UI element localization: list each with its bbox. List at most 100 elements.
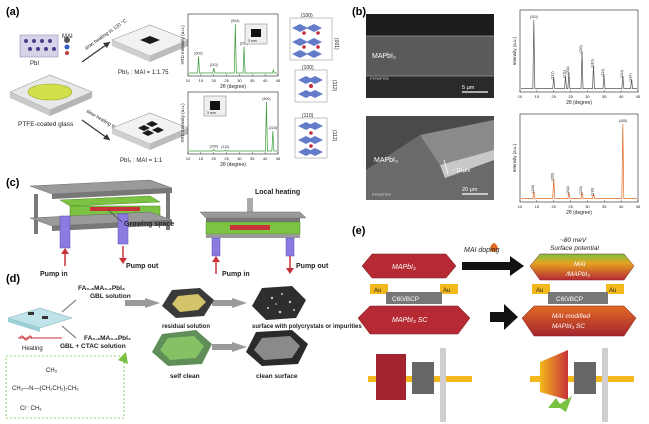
sc2-label-line1: MAI modified xyxy=(552,313,590,320)
crystal-structure-bottom: (110) (112) xyxy=(294,113,337,159)
peak-label: (220) xyxy=(579,186,583,194)
y-axis-label: Intensity (a.u.) xyxy=(512,36,517,65)
peak-label: (114) xyxy=(601,69,605,77)
x-tick-label: 45 xyxy=(276,156,281,161)
solution-2-solvent: GBL + CTAC solution xyxy=(60,343,126,350)
chart-frame xyxy=(187,13,279,77)
residual-label: residual solution xyxy=(162,324,210,330)
sc2-label-line2: MAPbI₃ SC xyxy=(552,323,585,330)
crystal-residual: residual solution xyxy=(162,288,214,330)
x-tick-label: 10 xyxy=(518,94,523,99)
ctac-line-2: CH₃—N—(CH₂CH₂)₇CH₃ xyxy=(12,386,79,392)
x-tick-label: 15 xyxy=(535,204,540,209)
peak-label: (200) xyxy=(551,173,555,181)
ratio-label-top: PbI₂ : MAI = 1:1.75 xyxy=(118,70,169,76)
ctac-line-1: CH₃ xyxy=(46,368,58,374)
panel-c: (c) Growing space xyxy=(6,177,329,278)
sem-image-top: MAPbI₃ PTFE/PTFE 5 μm xyxy=(366,14,494,98)
x-tick-label: 20 xyxy=(551,94,556,99)
x-tick-label: 10 xyxy=(186,78,191,83)
au-label-1: Au xyxy=(374,288,381,294)
pump-out-label-2: Pump out xyxy=(296,263,329,270)
xrd-trace xyxy=(189,23,277,74)
peak-label: (220) xyxy=(240,42,248,46)
panel-label-e: (e) xyxy=(352,225,366,237)
panel-label-a: (a) xyxy=(6,6,20,18)
clean-surface-label: clean surface xyxy=(256,373,298,380)
chart-frame xyxy=(187,91,279,155)
surface-bad-label: surface with polycrystals or impurities xyxy=(252,324,362,330)
c60bcp-label-1: C60/BCP xyxy=(392,296,419,303)
peak-label: (110) xyxy=(531,185,535,193)
ptfe-substrate: PTFE-coated glass xyxy=(9,74,93,128)
solution-2-formula: FA₀.₈MA₀.₂PbI₃ xyxy=(84,335,131,342)
growth-apparatus-2: Local heating Pump in Pump out xyxy=(199,189,329,278)
crystal-inset-photo-top: 3 mm xyxy=(244,23,268,45)
facet-top-1: (100) xyxy=(301,13,313,19)
x-tick-label: 35 xyxy=(250,156,255,161)
pbi2-molecule-cluster: PbI xyxy=(19,34,59,67)
x-tick-label: 15 xyxy=(199,156,204,161)
inset-scale-top: 3 mm xyxy=(248,39,257,43)
x-axis-label: 2θ (degree) xyxy=(220,84,246,90)
xrd-trace xyxy=(189,101,277,152)
panel-d: (d) Heating FA₀.₈MA₀.₂PbI₃ GBL solution … xyxy=(5,273,362,419)
x-tick-label: 15 xyxy=(199,78,204,83)
au-label-3: Au xyxy=(536,288,543,294)
x-tick-label: 35 xyxy=(602,94,607,99)
peak-label: (400) xyxy=(619,119,627,123)
pump-in-label-2: Pump in xyxy=(222,271,250,278)
x-tick-label: 25 xyxy=(568,94,573,99)
sem-bottom-scale: 20 μm xyxy=(462,187,478,193)
x-tick-label: 10 xyxy=(186,156,191,161)
x-tick-label: 40 xyxy=(263,156,268,161)
heating-label: Heating xyxy=(22,346,43,352)
local-heating-label: Local heating xyxy=(255,189,300,196)
potential-value: ~80 meV xyxy=(560,237,587,244)
mai-molecule: MAI xyxy=(62,34,73,55)
panel-label-c: (c) xyxy=(6,177,20,189)
substrate-label: PTFE-coated glass xyxy=(18,121,74,128)
facet-mid-2: (112) xyxy=(331,80,337,92)
panel-label-d: (d) xyxy=(6,273,20,285)
sc1-label: MAPbI₃ SC xyxy=(392,317,428,324)
crystal-plate-top: PbI₂ : MAI = 1:1.75 xyxy=(111,24,189,76)
peak-label: (310) xyxy=(590,188,594,196)
sem-bottom-label: MAPbI₃ xyxy=(374,157,398,164)
x-tick-label: 10 xyxy=(518,204,523,209)
sem-top-substrate: PTFE/PTFE xyxy=(370,77,390,81)
pump-out-label-1: Pump out xyxy=(126,263,159,270)
x-tick-label: 15 xyxy=(535,94,540,99)
crystal-structure-top: (100) (001) xyxy=(289,13,339,61)
peak-label: (112) xyxy=(221,145,229,149)
x-tick-label: 20 xyxy=(211,78,216,83)
au-label-4: Au xyxy=(609,288,616,294)
xrd-trace xyxy=(521,123,637,199)
y-axis-label: XRD Intensity (a.u.) xyxy=(180,103,185,143)
peak-label: (004) xyxy=(231,19,239,23)
x-tick-label: 30 xyxy=(237,156,242,161)
peak-label: (400) xyxy=(262,97,270,101)
peak-label: (224) xyxy=(620,70,624,78)
au-label-2: Au xyxy=(443,288,450,294)
facet-mid-1: (100) xyxy=(302,65,314,71)
energy-diagram-1 xyxy=(368,348,472,422)
mai-over-label: MAI xyxy=(574,261,586,268)
growth-apparatus-1: Growing space Pump in Pump out xyxy=(29,179,174,278)
solution-1-solvent: GBL solution xyxy=(90,293,131,300)
pbi2-label: PbI xyxy=(30,61,39,67)
x-tick-label: 35 xyxy=(250,78,255,83)
x-tick-label: 25 xyxy=(568,204,573,209)
peak-label: (002) xyxy=(194,52,202,56)
c60bcp-label-2: C60/BCP xyxy=(556,296,583,303)
x-tick-label: 25 xyxy=(224,78,229,83)
peak-label: (220) xyxy=(579,45,583,53)
peak-label: (110) xyxy=(210,63,218,67)
chart-frame xyxy=(519,9,639,93)
panel-label-b: (b) xyxy=(352,6,366,18)
x-axis-label: 2θ (degree) xyxy=(220,162,246,168)
x-axis-label: 2θ (degree) xyxy=(566,210,592,216)
sem-bottom-thickness: ~ 10 μm xyxy=(452,168,470,174)
